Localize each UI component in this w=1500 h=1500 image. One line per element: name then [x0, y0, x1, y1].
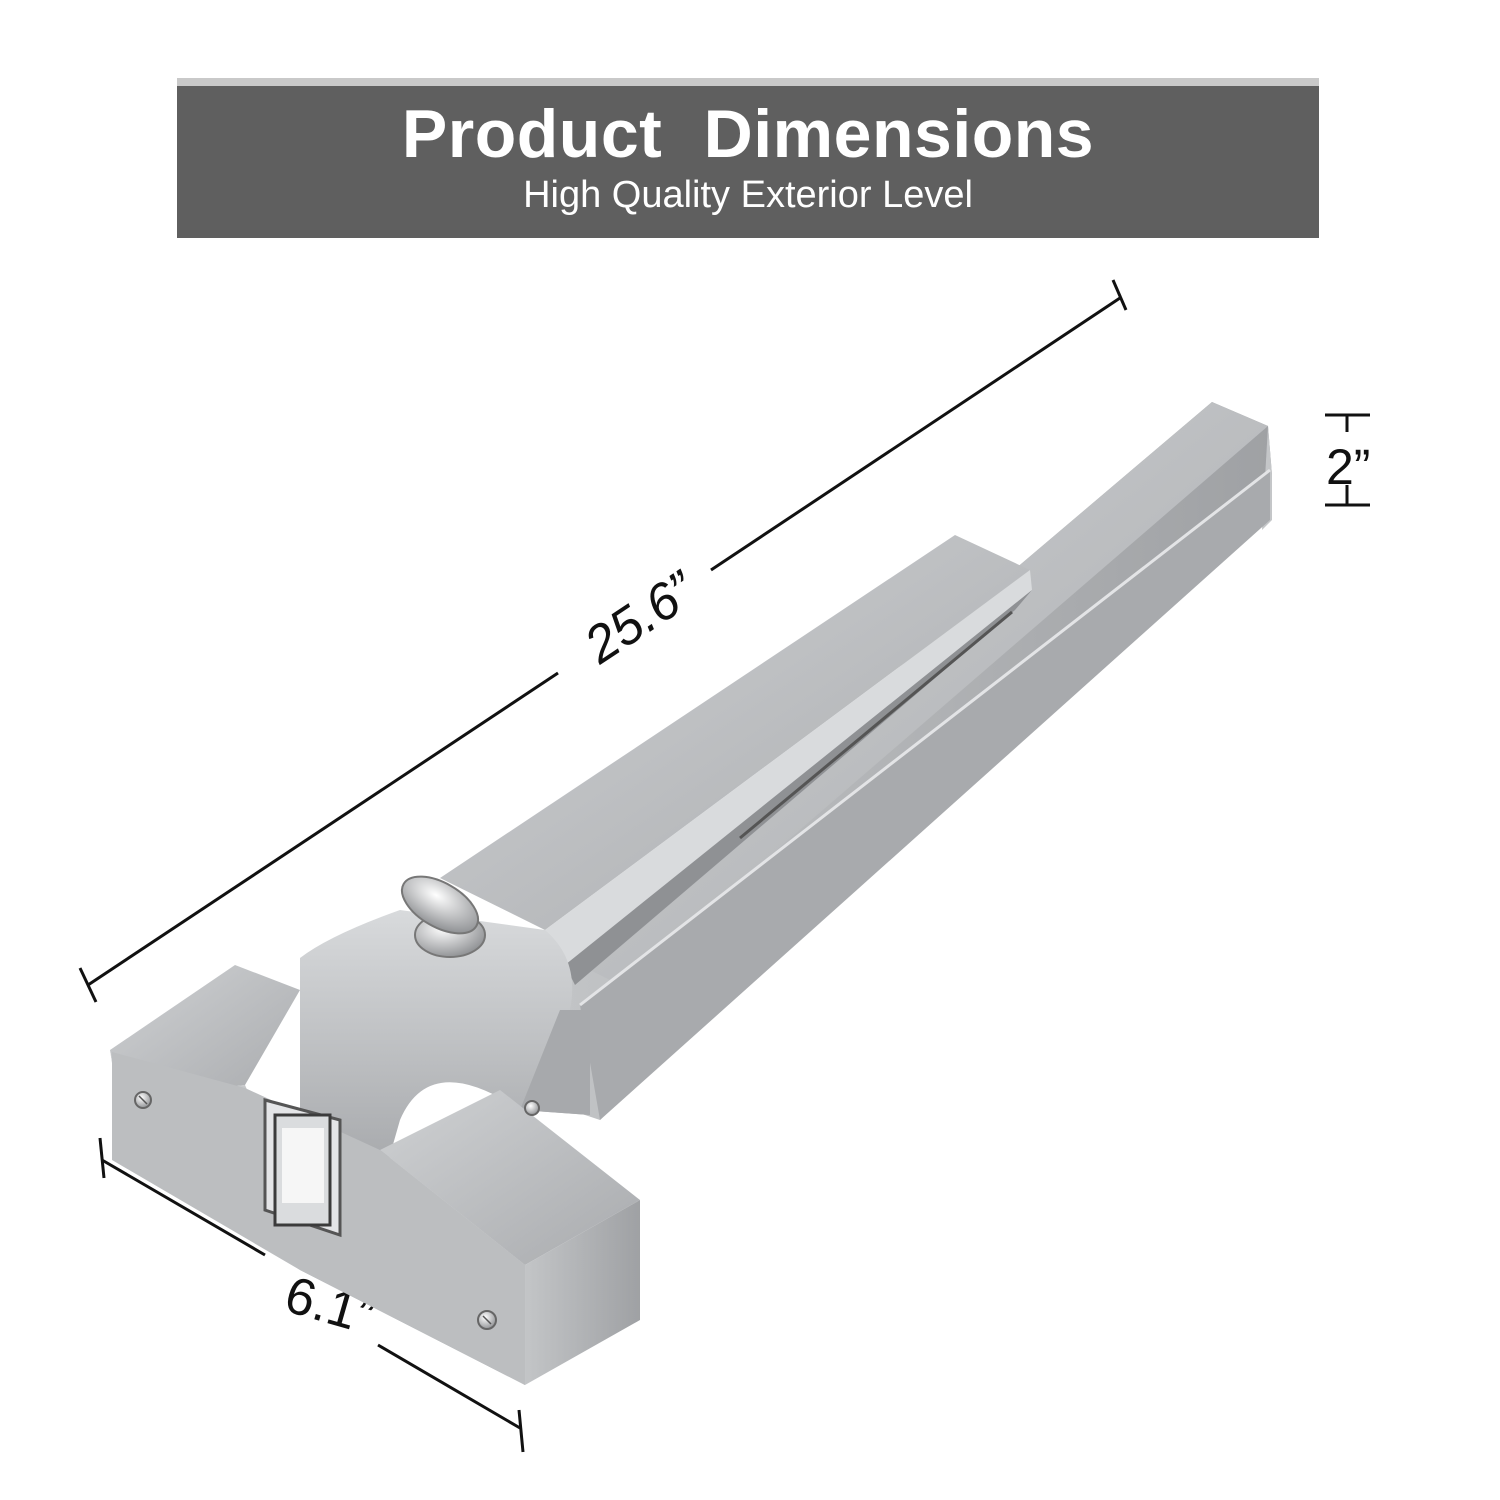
- page-title: Product Dimensions: [401, 96, 1095, 172]
- thumbscrew-icon: [401, 875, 486, 958]
- latch-icon: [273, 1113, 332, 1227]
- length-label: 25.6”: [574, 560, 708, 676]
- height-dimension-line: [1325, 413, 1370, 507]
- length-dimension-line: [78, 279, 1128, 1003]
- height-label: 2”: [1326, 439, 1370, 495]
- page-subtitle: High Quality Exterior Level: [523, 174, 973, 216]
- header-banner: Product Dimensions High Quality Exterior…: [177, 78, 1319, 238]
- exit-push-bar-device-image: [110, 402, 1272, 1385]
- base-width-dimension-line: [98, 1137, 525, 1453]
